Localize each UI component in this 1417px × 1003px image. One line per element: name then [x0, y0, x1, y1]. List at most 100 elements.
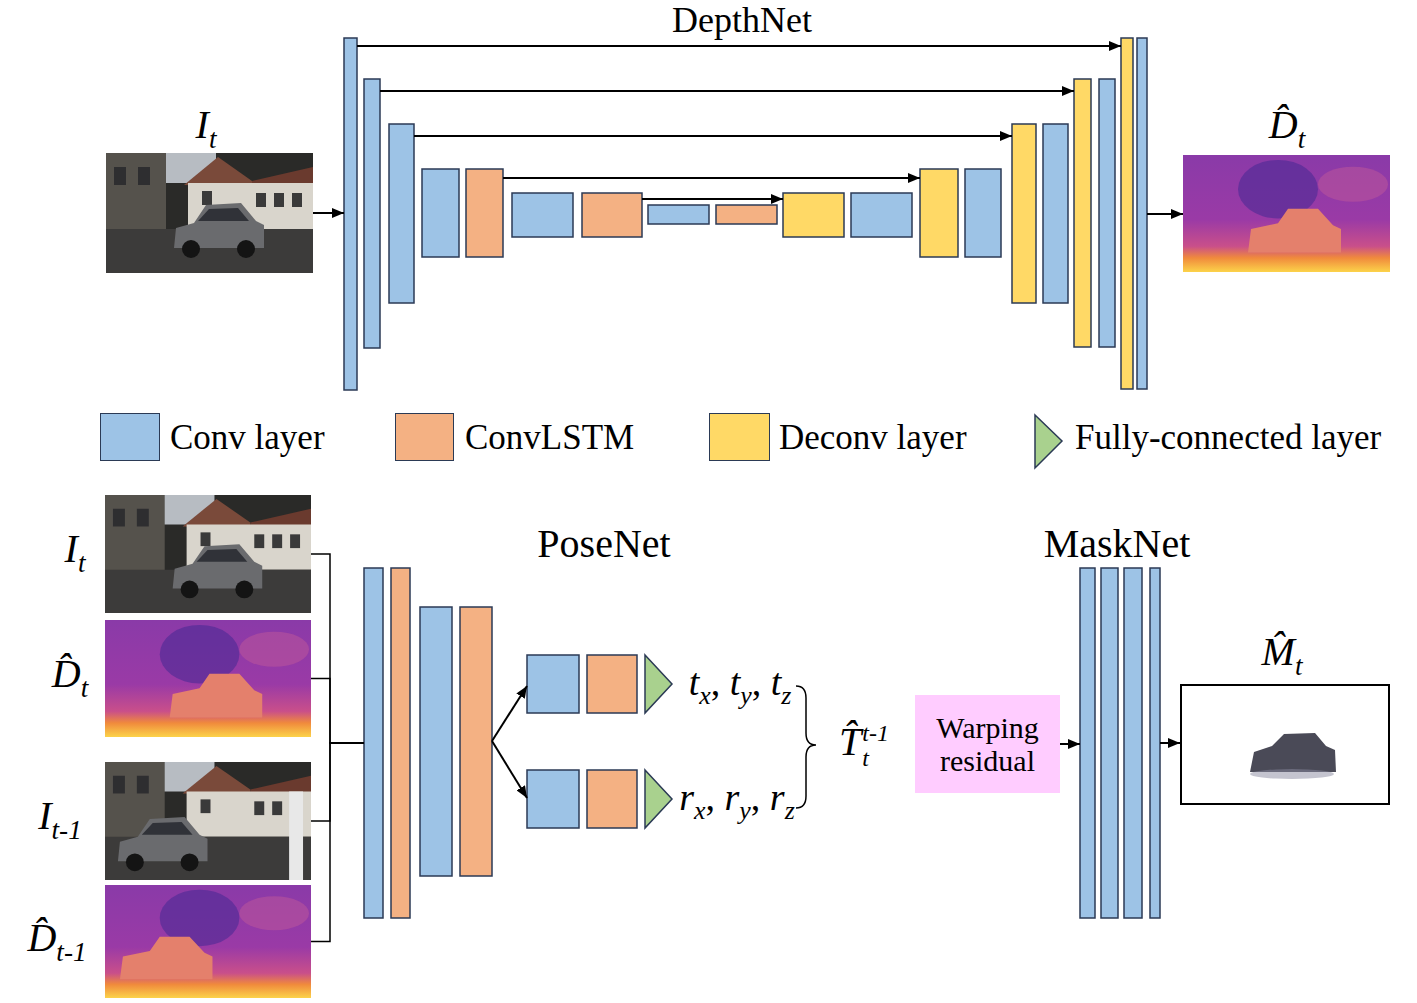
convlstm-layer [587, 655, 637, 713]
mask-image [1181, 685, 1389, 804]
network-block: MaskNet [1080, 568, 1160, 918]
fc-layer [645, 655, 672, 713]
text-part: r [725, 776, 740, 818]
node-heading: MaskNet [1044, 522, 1191, 566]
branch-arrow [492, 741, 527, 798]
legend-label: Fully-connected layer [1075, 419, 1381, 458]
text-part: t-1 [862, 720, 889, 745]
convlstm-layer [391, 568, 410, 918]
skip-arrow [380, 90, 1074, 92]
deconv-layer [1012, 124, 1036, 303]
photo-scene [105, 762, 311, 880]
legend-label: ConvLSTM [465, 419, 634, 458]
text-part: t [81, 673, 89, 703]
text-part: t [78, 548, 86, 578]
input-image: It [106, 153, 313, 273]
fc-layer [645, 770, 672, 828]
convlstm-layer [582, 193, 642, 237]
text-part: M̂ [1262, 629, 1295, 674]
text-part: r [679, 776, 694, 818]
output-label: T̂tt-1 [839, 720, 889, 771]
text-part: , [706, 776, 725, 818]
text-part: t [1295, 651, 1303, 681]
output-label: tx, ty, tz [689, 662, 792, 710]
text-part: , [752, 661, 771, 703]
deconv-layer [1074, 79, 1091, 347]
brace [796, 686, 816, 808]
deconv-layer [783, 193, 844, 237]
depth-scene [1183, 155, 1390, 272]
text-part: D̂ [27, 915, 56, 960]
conv-layer [389, 124, 414, 303]
text-part: x [699, 681, 710, 710]
conv-layer [364, 79, 380, 348]
skip-arrow [414, 135, 1012, 137]
legend-fc-sample [1035, 415, 1062, 468]
conv-layer [648, 205, 709, 224]
depth-map [105, 620, 311, 737]
photo [105, 495, 311, 613]
process-box: Warping residual [915, 695, 1060, 793]
depth-scene [105, 885, 311, 998]
connector [311, 743, 364, 821]
legend-label: Conv layer [170, 419, 325, 458]
text-part: t [209, 124, 217, 154]
conv-layer [344, 38, 357, 390]
text-part: I [196, 102, 209, 147]
depth-map [105, 885, 311, 998]
depth-car [1248, 209, 1341, 253]
legend-label: Deconv layer [779, 419, 967, 458]
convlstm-layer [587, 770, 637, 828]
text-part: t [862, 745, 889, 770]
text-part: , [711, 661, 730, 703]
deconv-layer [1121, 38, 1133, 389]
node-heading: PoseNet [537, 522, 670, 566]
text-part: I [65, 526, 78, 571]
conv-layer [527, 655, 579, 713]
branch-arrow [492, 686, 527, 741]
text-part: D̂ [1269, 102, 1298, 147]
depth-map: D̂t [105, 620, 311, 737]
text-part: , [751, 776, 770, 818]
text-part: z [781, 681, 791, 710]
conv-layer [1101, 568, 1118, 918]
text-part: y [740, 681, 751, 710]
skip-arrow [642, 198, 783, 200]
network-block: DepthNet [344, 38, 1147, 390]
depth-map: D̂t-1 [105, 885, 311, 998]
photo-car [174, 203, 264, 258]
connector [311, 554, 364, 743]
text-part: D̂ [52, 651, 81, 696]
conv-layer [1150, 568, 1160, 918]
connector [1160, 742, 1180, 744]
text-part: t [1298, 124, 1306, 154]
input-image: It-1 [105, 762, 311, 880]
conv-layer [1124, 568, 1142, 918]
depth-car [120, 937, 213, 979]
connector [311, 679, 364, 744]
legend-swatch [709, 413, 770, 461]
text-part: t-1 [52, 815, 82, 845]
conv-layer [1043, 124, 1068, 303]
text-part: T̂ [839, 719, 861, 764]
conv-layer [420, 607, 452, 876]
photo-scene [105, 495, 311, 613]
conv-layer [851, 193, 912, 237]
conv-layer [527, 770, 579, 828]
text-part: x [694, 796, 705, 825]
conv-layer [1099, 79, 1115, 347]
convlstm-layer [716, 205, 777, 224]
conv-layer [965, 169, 1001, 257]
connector [313, 212, 344, 214]
photo-car [173, 544, 263, 598]
mask-frame [1181, 685, 1389, 804]
node-heading: It [196, 103, 217, 154]
post [289, 792, 303, 881]
convlstm-layer [466, 169, 503, 257]
text-part: t-1 [56, 937, 86, 967]
text-part: z [785, 796, 795, 825]
text-part: t [689, 661, 700, 703]
depth-car [170, 674, 263, 718]
conv-layer [512, 193, 573, 237]
depth-scene [105, 620, 311, 737]
